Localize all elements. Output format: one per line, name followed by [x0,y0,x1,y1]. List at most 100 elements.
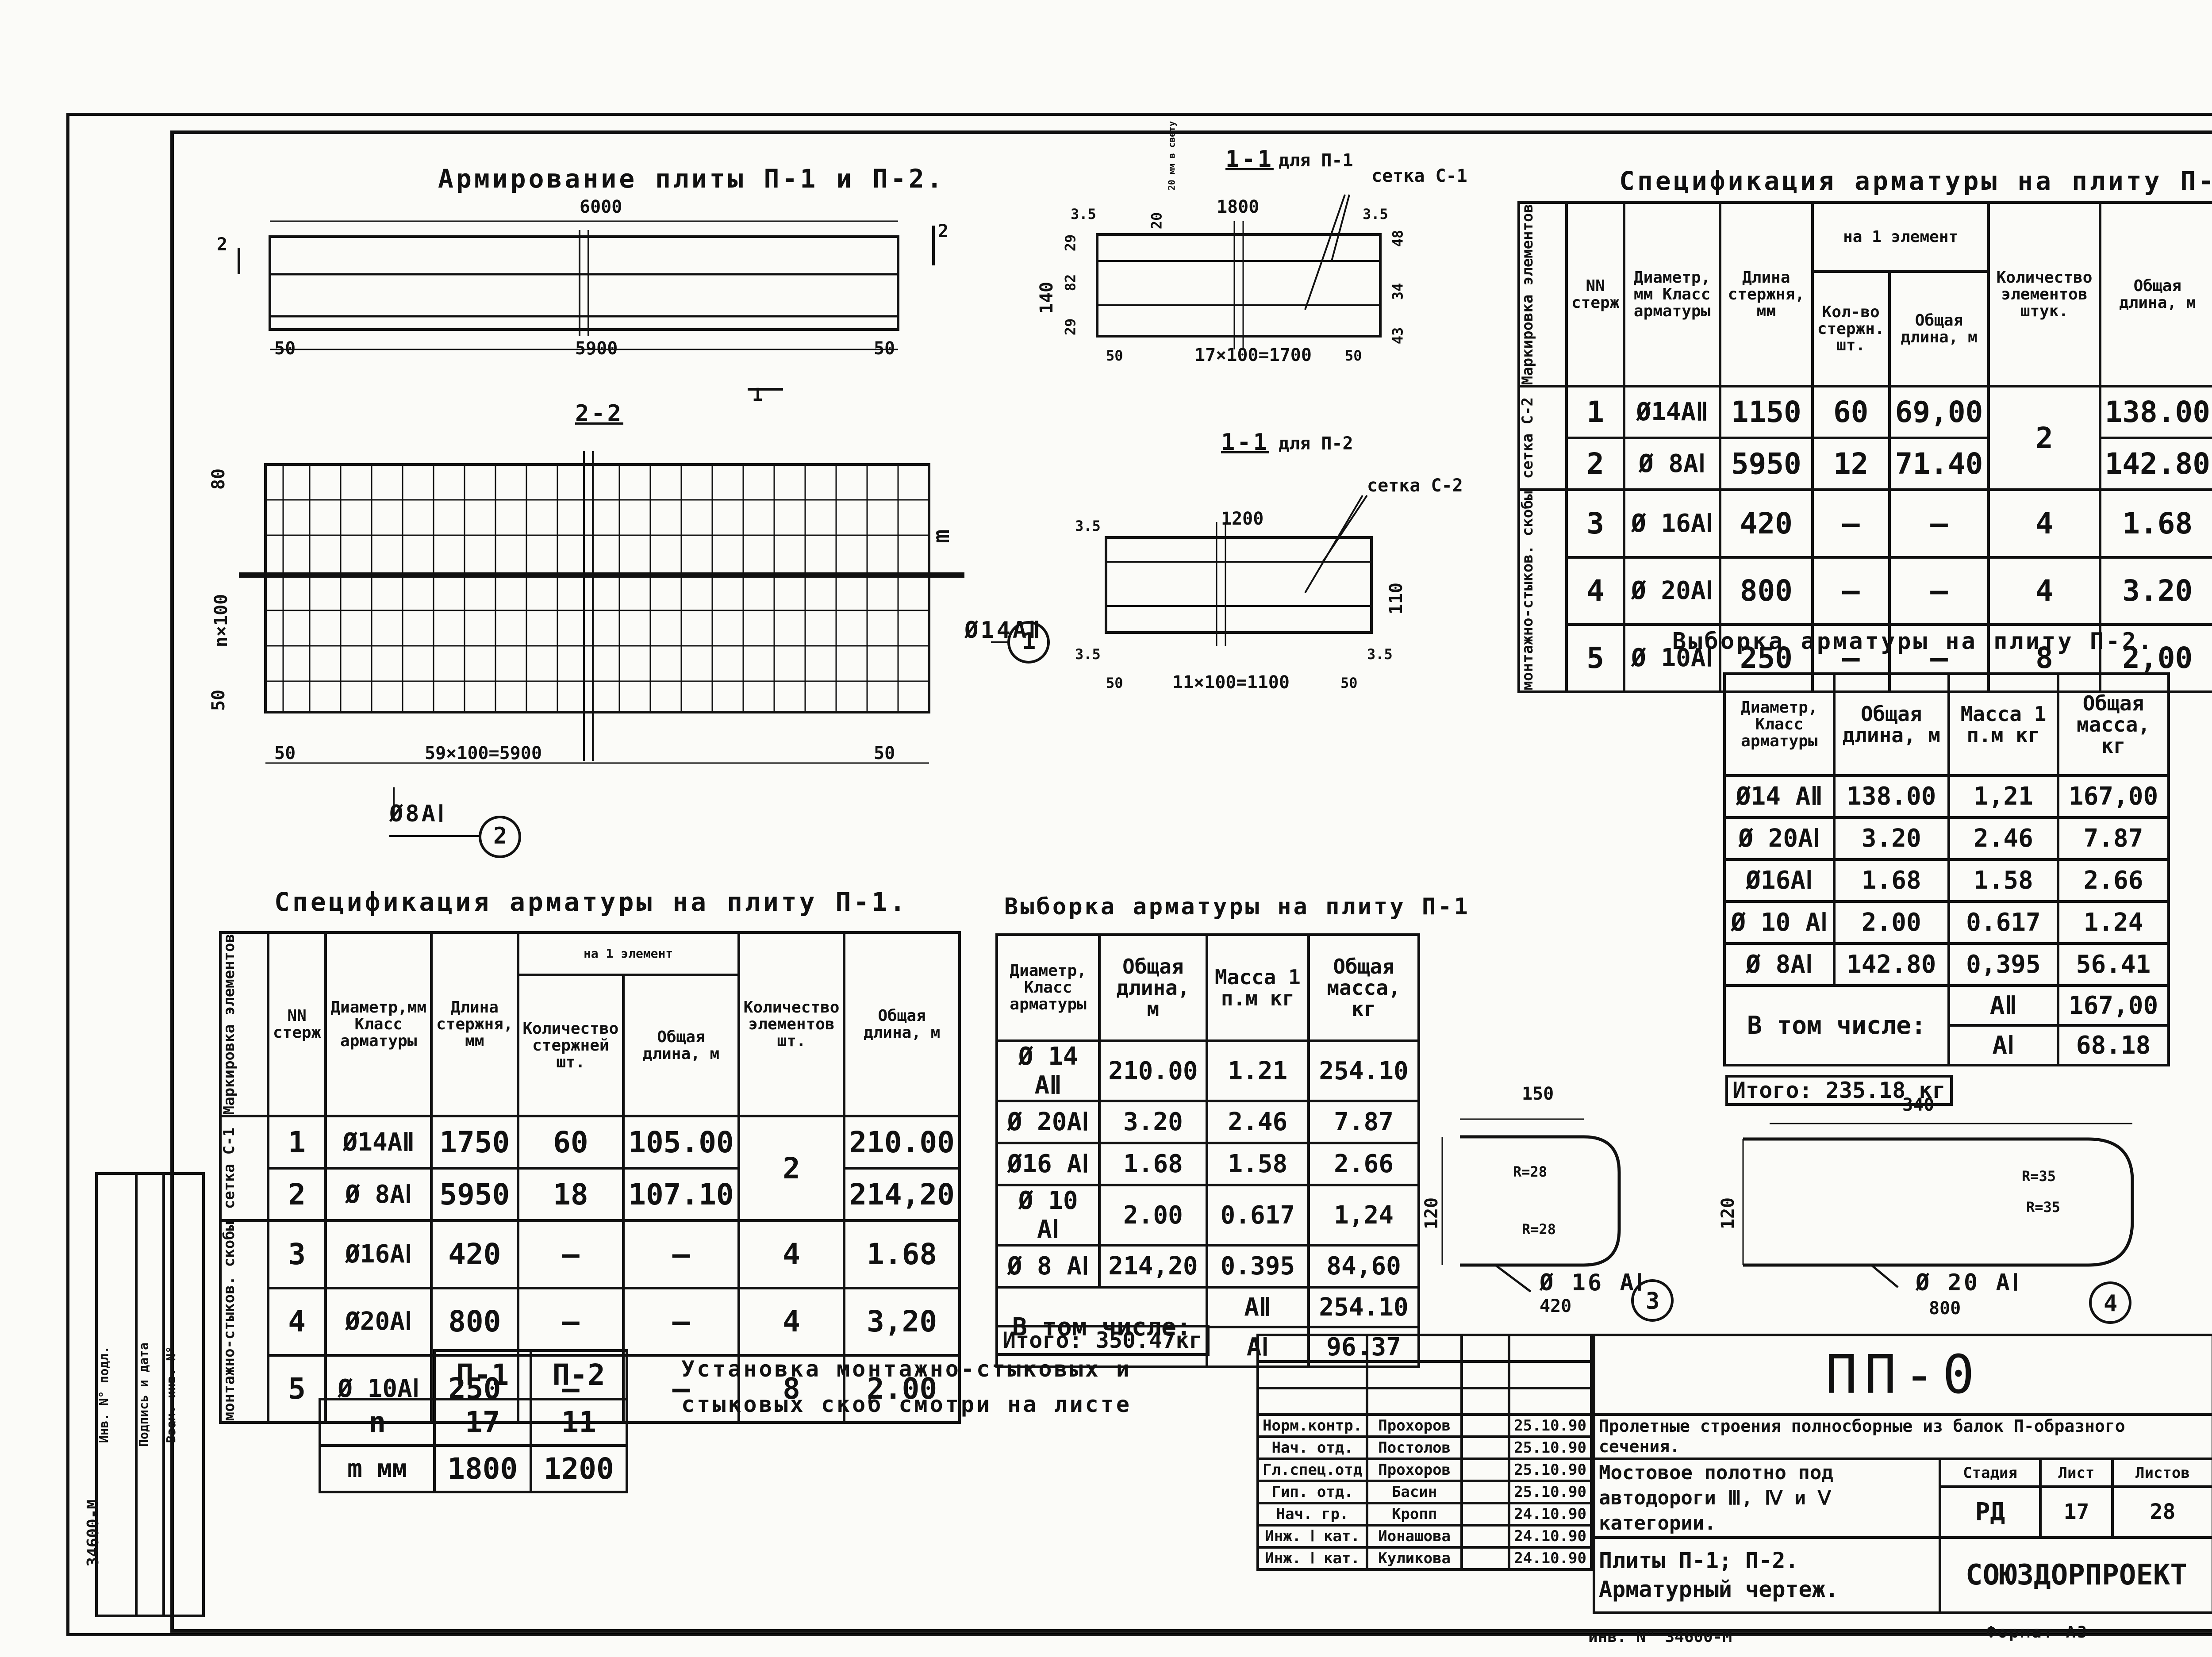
sel-p1-r4-mass1: 0.617 [1205,1184,1310,1247]
sel-p1-r3-mass: 2.66 [1307,1142,1420,1186]
dim-48: 48 [1389,230,1406,247]
spec-p2-r4-total: 3.20 [2098,556,2212,626]
tb-name-4: Басин [1366,1480,1463,1504]
bracket-4-height: 120 [1718,1197,1739,1230]
dim-140: 140 [1037,281,1057,314]
spec-p2-r3-qty: — [1811,488,1891,559]
callout-bar-1-label: Ø14АⅡ [964,617,1042,644]
section-mark-2-right: 2 [938,221,949,242]
params-col-p1: П-1 [433,1349,532,1400]
spec-p2-h-tot1: Общая длина, м [1888,270,1990,388]
dim-3-5-a: 3.5 [1071,206,1096,222]
spec-p1-r5-n: 5 [266,1354,327,1424]
spec-p1-h-len: Длина стержня, мм [430,931,519,1118]
dim-3-5-e: 3.5 [1367,646,1393,663]
sel-p1-r5-mass1: 0.395 [1205,1244,1310,1289]
spec-p2-h-len: Длина стержня, мм [1718,201,1814,388]
spec-p1-r1-tot1: 105.00 [622,1115,740,1170]
dim-50-s2: 50 [1106,675,1123,691]
spec-p2-r1-diam: Ø14АⅡ [1623,385,1721,440]
spec-p2-r4-n: 4 [1565,556,1626,626]
tb-role-1: Норм.контр. [1256,1413,1369,1438]
plan-grid [265,464,929,712]
params-table: П-1 П-2 n 17 11 m мм 1800 1200 [319,1349,628,1493]
tb-stage-h: Стадия [1938,1457,2042,1488]
dim-50-left: 50 [274,338,296,359]
spec-p2-h-mark: Маркировка элементов [1517,201,1568,388]
dim-50-plan-right: 50 [874,743,895,763]
sel-p1-r4-diam: Ø 10 АⅠ [995,1184,1101,1247]
spec-p1-r1-count: 2 [737,1115,846,1222]
spec-p1-r4-diam: Ø20АⅠ [324,1286,433,1357]
inventory-number: инв. N° 34600-М [1588,1628,1732,1646]
spec-p1-title: Спецификация арматуры на плиту П-1. [274,887,908,917]
tb-sheets: 28 [2111,1485,2212,1539]
callout-circle-3 [1631,1279,1674,1322]
section-p2-outline [1105,536,1373,634]
dim-43: 43 [1389,327,1406,345]
sel-p1-r4-len: 2.00 [1098,1184,1208,1247]
plan-outline [264,463,930,713]
tb-date-3: 25.10.90 [1508,1458,1593,1482]
spec-p1-r5-total: 2.00 [843,1354,961,1424]
side-stamp: Инв. N° подл. Подпись и дата Взам. инв. … [95,1172,205,1617]
spec-p1-r3-n: 3 [266,1219,327,1289]
params-row-n-v2: 11 [529,1398,628,1447]
spec-p2-h-diam: Диаметр, мм Класс арматуры [1623,201,1721,388]
side-stamp-col3: Взам. инв. N° [162,1172,205,1617]
spec-p2-r2-total: 142.80 [2098,437,2212,491]
dim-50-s1: 50 [1106,347,1123,364]
spec-p2-title: Спецификация арматуры на плиту П-2 [1619,166,2212,196]
spec-p1-h-perel: на 1 элемент [516,931,740,976]
spec-p1-h-qty: Количество стержней шт. [516,973,625,1118]
spec-p1-r3-count: 4 [737,1219,846,1289]
sel-p1-h-mass1: Масса 1 п.м кг [1205,933,1310,1042]
dim-110: 110 [1386,582,1407,615]
paper-format: Формат А3 [1986,1623,2089,1642]
spec-p2-r2-qty: 12 [1811,437,1891,491]
sel-p1-r2-mass1: 2.46 [1205,1100,1310,1144]
spec-p1-r4-tot1: — [622,1286,740,1357]
section-p1-outline [1096,233,1382,338]
callout-bar-2-num: 2 [493,823,510,849]
dim-20mm-label: 20 мм в свету [1166,121,1177,191]
sel-p2-incl-val-1: 167,00 [2057,984,2170,1027]
sel-p2-r4-mass1: 0.617 [1947,900,2060,945]
params-row-m-label: m мм [319,1444,436,1493]
dim-50-s2b: 50 [1340,675,1358,691]
sel-p2-r5-diam: Ø 8АⅠ [1723,942,1836,987]
dim-1800: 1800 [1217,197,1260,217]
bracket-3-height: 120 [1421,1197,1442,1230]
dim-11x100: 11×100=1100 [1172,672,1290,693]
spec-p1-r2-len: 5950 [430,1167,519,1222]
spec-p2-r3-diam: Ø 16АⅠ [1623,488,1721,559]
spec-p2-r5-diam: Ø 10АⅠ [1623,623,1721,693]
dim-50-plan-left: 50 [274,743,296,763]
sel-p2-r2-mass1: 2.46 [1947,816,2060,861]
bracket-3-width: 150 [1522,1084,1554,1104]
sel-p2-h-len: Общая длина, м [1832,672,1950,777]
bracket-4-shape [1743,1137,2134,1267]
tb-date-6: 24.10.90 [1508,1524,1593,1549]
spec-p2-r4-tot1: — [1888,556,1990,626]
tb-name-6: Ионашова [1366,1524,1463,1549]
dim-29-b: 29 [1062,318,1079,336]
sel-p1-h-len: Общая длина, м [1098,933,1208,1042]
tb-org: СОЮЗДОРПРОЕКТ [1939,1536,2212,1614]
sel-p2-total: Итого: 235.18 кг [1725,1075,1953,1106]
sel-p2-r3-len: 1.68 [1832,858,1950,903]
sel-p2-incl-cls-1: АⅡ [1947,984,2060,1027]
side-stamp-col2: Подпись и дата [135,1172,165,1617]
dim-50-right: 50 [874,338,895,359]
sel-p2-incl-val-2: 68.18 [2057,1024,2170,1066]
section-1-1-b: 1-1 [1221,429,1269,456]
spec-p1-h-diam: Диаметр,мм Класс арматуры [324,931,433,1118]
sel-p2-r1-len: 138.00 [1832,774,1950,819]
spec-p1-r1-qty: 60 [516,1115,625,1170]
tb-date-4: 25.10.90 [1508,1480,1593,1504]
bracket-4-r2: R=35 [2026,1199,2061,1216]
params-row-n-label: n [319,1398,436,1447]
spec-p1-r2-qty: 18 [516,1167,625,1222]
params-row-m-v2: 1200 [529,1444,628,1493]
